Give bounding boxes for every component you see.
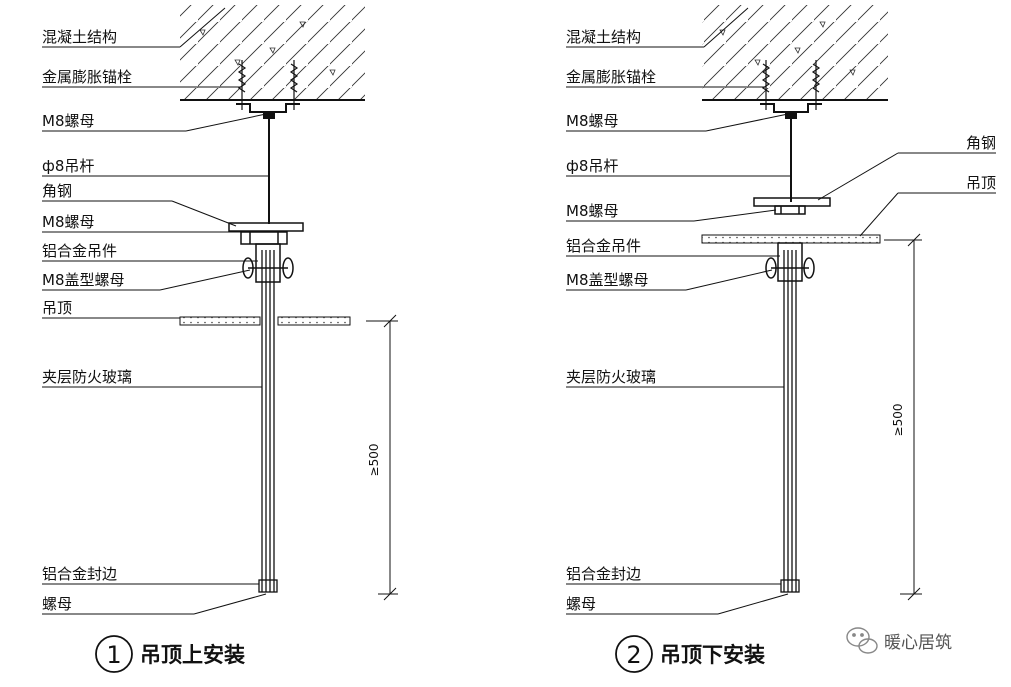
- wechat-icon: [846, 627, 878, 654]
- caption-number-circle-left: [95, 635, 133, 673]
- dimension-line-left: [366, 314, 398, 601]
- dimension-line-right: [884, 233, 922, 601]
- caption-number-circle-right: [615, 635, 653, 673]
- dimension-value-right: ≥500: [891, 404, 905, 437]
- label-concrete-left: 混凝土结构: [42, 28, 117, 46]
- top-bracket-right: [760, 103, 822, 119]
- concrete-slab-right: [702, 5, 888, 101]
- ceiling-board-left: [179, 316, 351, 326]
- caption-right: 2 吊顶下安装: [615, 635, 765, 673]
- label-nut-top-right: M8螺母: [566, 112, 619, 130]
- label-nut-bottom-right: 螺母: [566, 595, 596, 613]
- dimension-value-left: ≥500: [367, 444, 381, 477]
- label-nut-bottom-left: 螺母: [42, 595, 72, 613]
- caption-text-right: 吊顶下安装: [660, 643, 765, 667]
- label-ceiling-right: 吊顶: [966, 174, 996, 192]
- label-glass-left: 夹层防火玻璃: [42, 368, 132, 386]
- label-angle-left: 角钢: [42, 182, 72, 200]
- label-cap-nut-right: M8盖型螺母: [566, 271, 649, 289]
- label-edge-right: 铝合金封边: [566, 565, 641, 583]
- caption-left: 1 吊顶上安装: [95, 635, 245, 673]
- label-edge-left: 铝合金封边: [42, 565, 117, 583]
- label-nut-mid-left: M8螺母: [42, 213, 95, 231]
- nut-mid-right: [774, 205, 806, 215]
- label-rod-right: ф8吊杆: [566, 157, 618, 175]
- label-glass-right: 夹层防火玻璃: [566, 368, 656, 386]
- label-nut-mid-right: M8螺母: [566, 202, 619, 220]
- label-nut-top-left: M8螺母: [42, 112, 95, 130]
- aluminium-hanger-right: [765, 242, 815, 282]
- label-angle-right: 角钢: [966, 134, 996, 152]
- fireproof-glass-left: [258, 250, 278, 593]
- label-hanger-right: 铝合金吊件: [566, 237, 641, 255]
- label-ceiling-left: 吊顶: [42, 299, 72, 317]
- top-bracket-left: [236, 103, 300, 119]
- concrete-slab-left: [180, 5, 365, 101]
- label-anchor-left: 金属膨胀锚栓: [42, 68, 132, 86]
- label-cap-nut-left: M8盖型螺母: [42, 271, 125, 289]
- aluminium-hanger-left: [240, 231, 294, 283]
- leader-lines-left: [42, 7, 268, 615]
- caption-text-left: 吊顶上安装: [140, 643, 245, 667]
- label-anchor-right: 金属膨胀锚栓: [566, 68, 656, 86]
- caption-number-left: 1: [106, 641, 121, 669]
- watermark-text: 暖心居筑: [884, 633, 952, 653]
- label-rod-left: ф8吊杆: [42, 157, 94, 175]
- left-drawing: ≥500 混凝土结构 金属膨胀锚栓 M8螺母 ф8吊杆 角钢 M8螺母: [42, 5, 398, 673]
- label-hanger-left: 铝合金吊件: [42, 242, 117, 260]
- label-concrete-right: 混凝土结构: [566, 28, 641, 46]
- leader-lines-right: [566, 7, 996, 615]
- watermark: 暖心居筑: [846, 627, 952, 654]
- ceiling-board-right: [701, 234, 881, 244]
- right-drawing: ≥500 混凝土结构 金属膨胀锚栓 M8螺母 ф8吊杆 角钢: [566, 5, 996, 673]
- angle-steel-left: [228, 222, 304, 232]
- caption-number-right: 2: [626, 641, 641, 669]
- fireproof-glass-right: [780, 250, 800, 593]
